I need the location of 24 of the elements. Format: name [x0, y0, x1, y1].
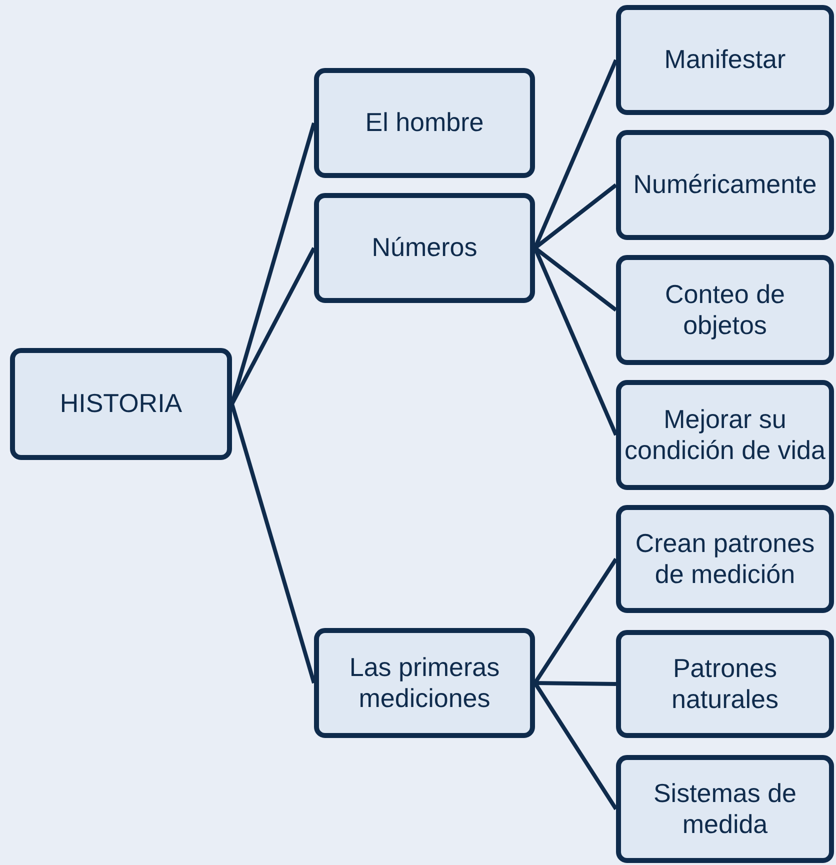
concept-box: [616, 130, 834, 240]
connector-line: [534, 681, 616, 686]
node-label: Sistemas de medida: [652, 778, 798, 840]
node-label: Números: [372, 232, 478, 264]
node-label: Conteo de objetos: [664, 278, 786, 342]
concept-box: [616, 630, 834, 738]
node-label: El hombre: [365, 107, 484, 139]
concept-box: [616, 505, 834, 613]
concept-box: [616, 5, 834, 115]
concept-box: [616, 255, 834, 365]
concept-box: [314, 628, 535, 738]
concept-box: [314, 193, 535, 303]
concept-box: [314, 68, 535, 178]
concept-box: [616, 755, 834, 863]
node-label: Patrones naturales: [670, 652, 780, 716]
node-label: Crean patrones de medición: [634, 528, 816, 590]
node-label: Numéricamente: [633, 169, 817, 201]
node-label: Mejorar su condición de vida: [624, 404, 826, 466]
concept-box: [10, 348, 232, 460]
connector-line: [230, 403, 316, 684]
node-label: Manifestar: [664, 44, 786, 76]
node-label: HISTORIA: [60, 388, 182, 420]
concept-box: [616, 380, 834, 490]
node-label: Las primeras mediciones: [348, 652, 501, 714]
